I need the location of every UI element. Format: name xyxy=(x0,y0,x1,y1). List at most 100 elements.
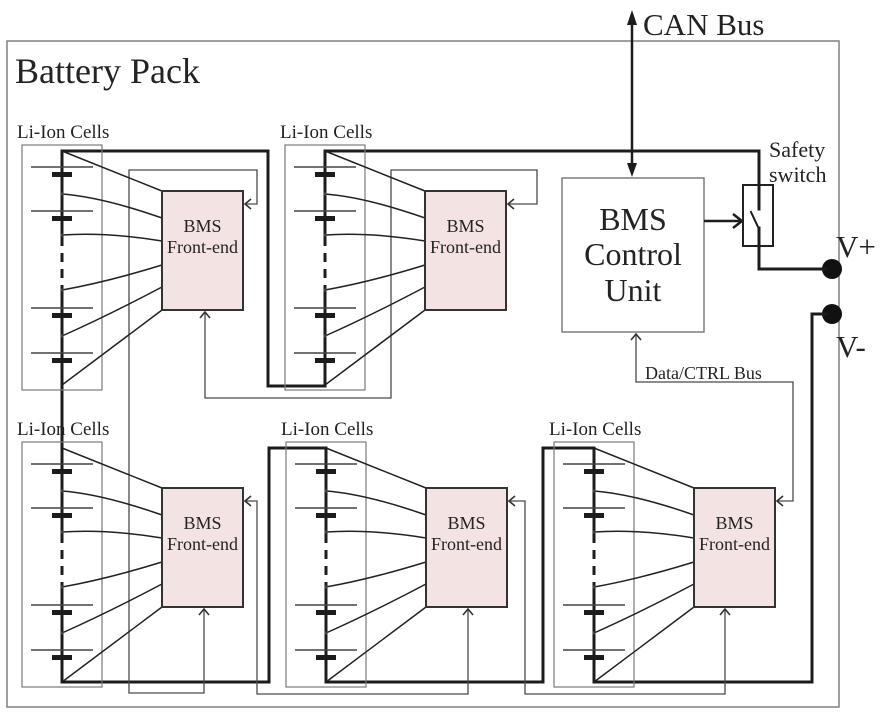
tap-node xyxy=(60,192,64,196)
sense-wire xyxy=(61,264,163,291)
tap-node xyxy=(592,631,596,635)
sense-wire xyxy=(324,309,426,386)
tap-node xyxy=(592,489,596,493)
battery-cell-icon xyxy=(31,166,93,177)
sense-wire xyxy=(324,233,426,242)
data-ctrl-bus-line xyxy=(635,335,794,502)
cell-negative-plate xyxy=(52,216,72,221)
bms-control-unit: BMS Control Unit xyxy=(561,177,705,333)
cell-group-box xyxy=(553,441,635,688)
bms-frontend-label-line: BMS xyxy=(715,513,753,533)
control-unit-label-line: Control xyxy=(584,236,682,272)
cell-negative-plate xyxy=(315,172,335,177)
cell-group-box xyxy=(21,441,103,688)
arrow-up-icon xyxy=(462,607,474,616)
sense-wire xyxy=(325,606,427,683)
negative-terminal-label: V- xyxy=(836,329,866,364)
positive-terminal-dot xyxy=(822,259,842,279)
tap-node xyxy=(60,489,64,493)
tap-node xyxy=(323,192,327,196)
arrow-left-icon xyxy=(243,495,252,507)
bms-frontend-label-line: Front-end xyxy=(430,237,501,257)
tap-node xyxy=(323,334,327,338)
battery-cell-icon xyxy=(31,210,93,221)
control-unit-label-line: BMS xyxy=(599,201,667,237)
sense-wire xyxy=(325,583,427,634)
battery-cell-icon xyxy=(563,463,625,474)
arrow-down-icon xyxy=(627,163,637,177)
switch-control-arrow xyxy=(704,213,745,229)
cell-group-box xyxy=(21,144,103,391)
battery-cell-icon xyxy=(31,463,93,474)
series-link-top-left-to-top-middle xyxy=(60,149,327,388)
bms-frontend-label-line: BMS xyxy=(183,513,221,533)
tap-node xyxy=(324,530,328,534)
daisy-chain-link xyxy=(246,500,469,695)
battery-pack-boundary xyxy=(6,40,840,708)
sense-wire xyxy=(325,490,427,516)
battery-cell-icon xyxy=(31,307,93,318)
cell-negative-plate xyxy=(316,610,336,615)
bms-frontend-label-line: BMS xyxy=(446,216,484,236)
cell-negative-plate xyxy=(52,358,72,363)
sense-wire xyxy=(324,193,426,219)
cell-group-box xyxy=(284,144,366,391)
tap-node xyxy=(592,585,596,589)
battery-cell-icon xyxy=(294,210,356,221)
cell-negative-plate xyxy=(316,513,336,518)
can-bus-label: CAN Bus xyxy=(643,7,764,42)
sense-wire xyxy=(324,150,426,192)
cells-label: Li-Ion Cells xyxy=(281,419,373,440)
tap-node xyxy=(324,585,328,589)
bms-frontend-label-line: Front-end xyxy=(167,534,238,554)
cell-negative-plate xyxy=(52,513,72,518)
control-unit-label-line: Unit xyxy=(605,272,662,308)
cell-negative-plate xyxy=(52,610,72,615)
sense-wire xyxy=(593,583,695,634)
sense-wire xyxy=(61,583,163,634)
positive-bus-to-switch xyxy=(323,149,761,211)
daisy-chain-link xyxy=(510,500,726,695)
cells-label: Li-Ion Cells xyxy=(17,122,109,143)
sense-wire xyxy=(593,561,695,588)
cell-negative-plate xyxy=(316,469,336,474)
cell-negative-plate xyxy=(584,655,604,660)
daisy-chain-link xyxy=(204,169,538,399)
bms-frontend-box xyxy=(693,487,776,608)
sense-wire xyxy=(325,561,427,588)
sense-wire xyxy=(61,447,163,489)
arrow-up-icon xyxy=(198,607,210,616)
tap-node xyxy=(60,233,64,237)
battery-cell-icon xyxy=(295,604,357,615)
sense-wire xyxy=(61,309,163,386)
arrow-left-icon xyxy=(775,495,784,507)
arrow-up-icon xyxy=(630,332,642,341)
bms-frontend-label-line: BMS xyxy=(447,513,485,533)
bms-frontend-label-line: BMS xyxy=(183,216,221,236)
battery-cell-icon xyxy=(295,507,357,518)
data-ctrl-bus-label: Data/CTRL Bus xyxy=(645,363,762,383)
bms-frontend-label-line: Front-end xyxy=(699,534,770,554)
cell-negative-plate xyxy=(316,655,336,660)
positive-terminal-label: V+ xyxy=(836,229,876,264)
battery-cell-icon xyxy=(294,166,356,177)
safety-switch-label-line: switch xyxy=(769,162,826,187)
signal-wiring xyxy=(128,169,794,695)
battery-cell-icon xyxy=(31,507,93,518)
sense-wire xyxy=(61,606,163,683)
battery-cell-icon xyxy=(31,649,93,660)
cell-negative-plate xyxy=(315,313,335,318)
bms-frontend-box xyxy=(161,487,244,608)
battery-cell-icon xyxy=(563,604,625,615)
cell-negative-plate xyxy=(584,469,604,474)
tap-node xyxy=(592,530,596,534)
